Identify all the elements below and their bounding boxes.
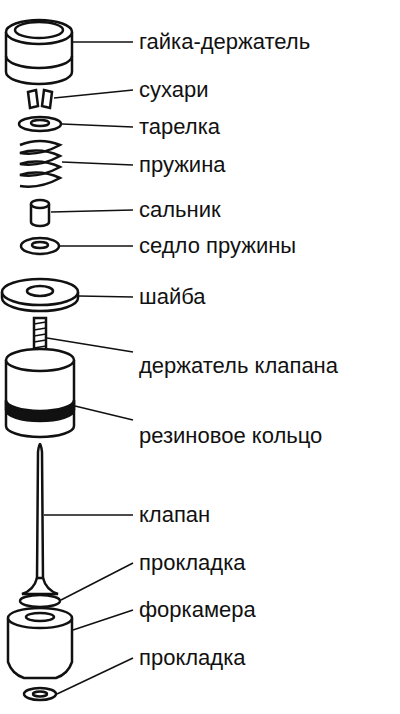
- part-label: прокладка: [138, 646, 247, 670]
- holder-top: [6, 349, 74, 371]
- part-label: седло пружины: [138, 234, 297, 258]
- part-label: форкамера: [138, 598, 257, 622]
- gasket: [24, 688, 56, 700]
- part-label: шайба: [138, 285, 207, 309]
- part-label: пружина: [138, 153, 227, 177]
- rubber-ring: [6, 400, 74, 421]
- valve-head: [22, 578, 58, 594]
- part-label: тарелка: [138, 115, 221, 139]
- oil-seal-top: [31, 200, 49, 208]
- leader-line: [75, 406, 133, 420]
- leader-line: [61, 563, 133, 600]
- retainer-hole: [31, 120, 49, 126]
- nut-top: [6, 20, 72, 44]
- washer: [2, 279, 78, 305]
- part-label: гайка-держатель: [138, 30, 311, 54]
- spring-seat-hole: [32, 242, 48, 248]
- prechamber-hole: [26, 613, 54, 621]
- leader-line: [60, 245, 133, 247]
- leader-line: [73, 610, 133, 630]
- part-label: сухари: [138, 78, 210, 102]
- leader-line: [47, 338, 133, 352]
- leader-line: [57, 658, 133, 694]
- part-label: резиновое кольцо: [138, 424, 350, 448]
- leader-line: [72, 41, 133, 43]
- nut-edge: [6, 56, 72, 68]
- part-label: держатель клапана: [138, 354, 350, 378]
- nut-rim: [15, 22, 63, 38]
- spring-seat: [21, 238, 59, 254]
- part-label: сальник: [138, 198, 222, 222]
- prechamber-top: [8, 608, 72, 628]
- leader-line: [44, 514, 133, 516]
- leader-line: [79, 296, 133, 297]
- spring-coils: [20, 141, 60, 187]
- leader-line: [51, 210, 133, 212]
- leader-line: [54, 90, 133, 98]
- retainer-plate: [19, 117, 61, 131]
- leader-lines: [44, 42, 133, 694]
- keeper: [28, 90, 38, 108]
- part-label: клапан: [138, 503, 211, 527]
- thread-lines: [34, 322, 46, 348]
- keeper: [42, 90, 52, 108]
- leader-line: [62, 124, 133, 127]
- gasket-hole: [33, 692, 47, 697]
- gasket: [20, 595, 60, 607]
- leader-line: [62, 162, 133, 165]
- valve-stem: [37, 444, 43, 580]
- part-label: прокладка: [138, 551, 247, 575]
- washer-hole: [27, 286, 53, 296]
